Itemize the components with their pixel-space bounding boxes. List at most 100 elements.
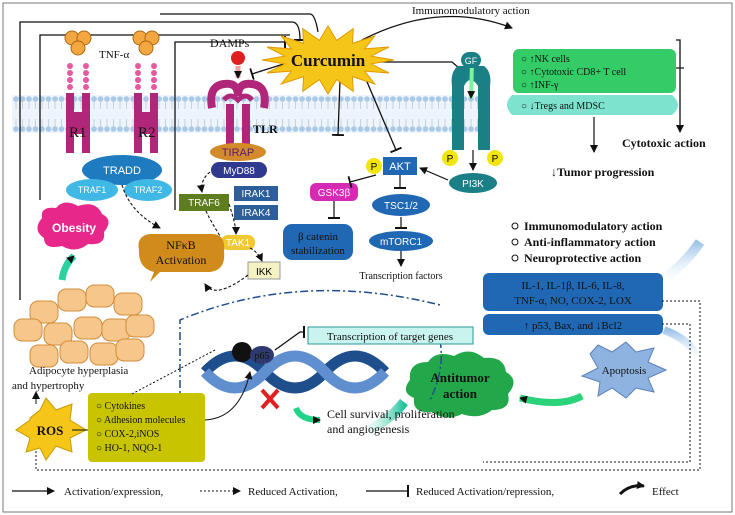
ros-label: ROS — [37, 423, 64, 438]
pi3k-label: PI3K — [462, 179, 484, 190]
tradd-label: TRADD — [103, 165, 141, 177]
myd88-label: MyD88 — [223, 166, 255, 177]
tumor-progression-label: ↓Tumor progression — [551, 165, 655, 179]
curcumin-burst — [261, 25, 395, 95]
traf6-label: TRAF6 — [188, 198, 220, 209]
transcription-target-label: Transcription of target genes — [327, 331, 453, 343]
effect-arrow-up — [664, 239, 705, 280]
traf6-node — [179, 194, 229, 211]
apoptosis-burst — [580, 341, 668, 399]
beta-catenin-line2: stabilization — [291, 245, 345, 257]
nucleus-boundary-right — [429, 339, 442, 401]
apoptosis-antitumor-arrow — [519, 392, 584, 407]
nfkb-label-line2: Activation — [156, 253, 207, 267]
pi3k-node — [449, 173, 497, 193]
p-badge-gf-left — [442, 150, 458, 166]
legend-effect-label: Effect — [652, 486, 679, 498]
antitumor-cloud — [405, 351, 514, 418]
cytokine-box — [483, 273, 663, 311]
tregs-box — [507, 95, 678, 115]
nfkb-dotted-link — [129, 349, 216, 396]
r2-label: R2 — [138, 125, 156, 141]
cytotoxic-action-label: Cytotoxic action — [622, 136, 706, 150]
tirap-node — [210, 143, 266, 161]
curcumin-label: Curcumin — [291, 51, 366, 70]
action-item-1: Immunomodulatory action — [524, 219, 663, 233]
traf1-node — [66, 179, 118, 201]
inflammatory-line-2: ○ Adhesion molecules — [96, 415, 185, 426]
tak1-label: TAK1 — [226, 238, 251, 249]
p65-label: p65 — [255, 351, 270, 362]
ros-burst — [15, 397, 88, 461]
p-badge-gf-right — [487, 150, 503, 166]
r1-label: R1 — [69, 125, 87, 141]
apoptosis-label: Apoptosis — [602, 365, 647, 377]
tnf-alpha-label: TNF-α — [99, 49, 129, 61]
gsk3b-label: GSK3β — [318, 188, 351, 199]
ikk-node — [247, 261, 281, 280]
inflammatory-genes-box — [88, 393, 205, 462]
obesity-label: Obesity — [52, 221, 96, 235]
action-list — [511, 222, 519, 262]
nfkb-box-arrow — [204, 371, 253, 421]
legend-effect-arrow — [618, 481, 645, 496]
dna-survival-arrow — [293, 406, 321, 424]
myd88-node — [211, 162, 267, 178]
akt-label: AKT — [389, 161, 411, 173]
nfkb-label-line1: NFκB — [166, 238, 195, 252]
beta-catenin-line1: β catenin — [298, 231, 339, 243]
action-item-3: Neuroprotective action — [524, 251, 642, 265]
obesity-node — [37, 202, 109, 250]
effect-arrow-down — [662, 326, 700, 358]
legend — [12, 481, 645, 497]
p53-label: ↑ p53, Bax, and ↓Bcl2 — [524, 320, 622, 332]
immune-line-1: ○ ↑NK cells — [521, 54, 570, 65]
irak4-label: IRAK4 — [242, 208, 271, 219]
survival-antitumor-arrow — [365, 398, 408, 435]
mtorc1-label: mTORC1 — [380, 237, 422, 248]
gsk3b-node — [310, 183, 358, 201]
p-label-akt: P — [371, 162, 378, 173]
legend-repression-label: Reduced Activation/repression, — [416, 486, 554, 498]
irak1-label: IRAK1 — [242, 189, 271, 200]
cell-survival-line2: and angiogenesis — [327, 422, 410, 436]
adipocyte-obesity-arrow — [58, 253, 77, 281]
immune-line-3: ○ ↑INF-γ — [521, 80, 559, 91]
top-connectors — [19, 13, 684, 300]
legend-reduced-label: Reduced Activation, — [248, 486, 338, 498]
gf-label: GF — [465, 56, 478, 66]
cytokine-line-2: TNF-α, NO, COX-2, LOX — [514, 295, 632, 307]
p53-box — [483, 314, 663, 335]
tradd-node — [82, 155, 162, 185]
immune-box — [513, 49, 676, 93]
tregs-label: ○ ↓Tregs and MDSC — [521, 101, 605, 112]
nfkb-activation-node — [138, 234, 225, 282]
p65-transcription-line — [274, 326, 305, 351]
tlr-cascade-arrows — [121, 171, 263, 293]
irak1-node — [234, 186, 278, 201]
dotted-loop-inner — [483, 323, 691, 463]
transcription-target-box — [307, 326, 474, 345]
tsc-label: TSC1/2 — [384, 201, 418, 212]
action-item-2: Anti-inflammatory action — [524, 235, 656, 249]
mtorc1-node — [369, 231, 433, 251]
immunomodulatory-top-label: Immunomodulatory action — [412, 5, 530, 17]
transcription-factors-label: Transcription factors — [359, 271, 442, 282]
immune-line-2: ○ ↑Cytotoxic CD8+ T cell — [521, 67, 626, 78]
inflammatory-line-3: ○ COX-2,iNOS — [96, 429, 159, 440]
tirap-label: TIRAP — [222, 147, 254, 159]
tlr-label: TLR — [253, 122, 278, 136]
tnf-alpha-trimer-left — [64, 30, 92, 56]
tak1-node — [221, 235, 255, 250]
receptor-r2 — [134, 63, 158, 153]
blocked-x-icon — [260, 388, 280, 410]
inflammatory-line-1: ○ Cytokines — [96, 401, 145, 412]
p-label-gf-right: P — [492, 154, 499, 165]
adipocyte-line1: Adipocyte hyperplasia — [29, 365, 128, 377]
adipocyte-cluster — [13, 284, 155, 368]
akt-node — [383, 157, 417, 175]
p50-label: p50 — [234, 348, 250, 359]
akt-gsk3b-inhibit — [347, 174, 377, 189]
